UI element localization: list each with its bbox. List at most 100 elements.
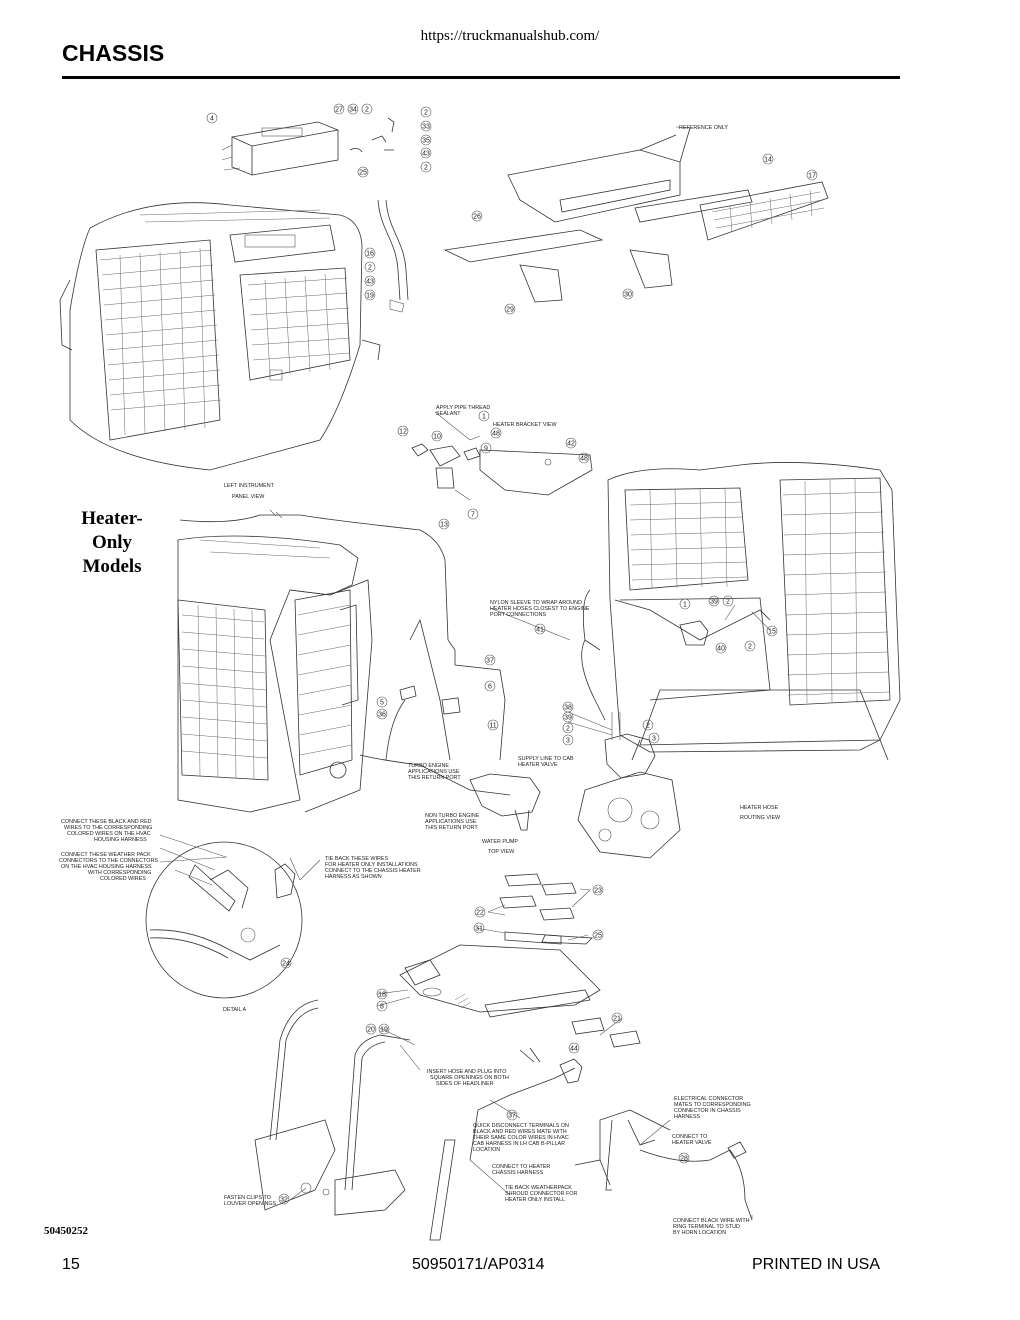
svg-text:ELECTRICAL CONNECTOR: ELECTRICAL CONNECTOR <box>674 1096 743 1102</box>
svg-text:42: 42 <box>567 441 575 448</box>
item-1-b: 1 <box>679 598 691 610</box>
item-26: 26 <box>471 210 483 222</box>
svg-text:COLORED WIRES: COLORED WIRES <box>100 876 146 882</box>
svg-text:28: 28 <box>680 1156 688 1163</box>
item-36: 36 <box>376 708 388 720</box>
item-48-a: 48 <box>490 427 502 439</box>
item-5: 5 <box>376 696 388 708</box>
svg-text:SIDES OF HEADLINER: SIDES OF HEADLINER <box>436 1081 494 1087</box>
svg-text:THIS RETURN PORT: THIS RETURN PORT <box>408 775 461 781</box>
svg-text:26: 26 <box>473 214 481 221</box>
headliner-assembly <box>399 873 641 1048</box>
item-2-d: 2 <box>364 261 376 273</box>
detail-a-label: DETAIL A <box>223 1007 246 1013</box>
svg-text:HEATER ONLY INSTALL: HEATER ONLY INSTALL <box>505 1197 565 1203</box>
item-6: 6 <box>484 680 496 692</box>
item-2-f: 2 <box>744 640 756 652</box>
svg-text:NYLON SLEEVE TO WRAP AROUND: NYLON SLEEVE TO WRAP AROUND <box>490 600 582 606</box>
engine-block <box>577 712 681 859</box>
svg-text:CONNECTOR IN CHASSIS: CONNECTOR IN CHASSIS <box>674 1108 741 1114</box>
svg-text:RING TERMINAL TO STUD: RING TERMINAL TO STUD <box>673 1224 740 1230</box>
svg-text:SUPPLY LINE TO CAB: SUPPLY LINE TO CAB <box>518 756 574 762</box>
svg-text:APPLICATIONS USE: APPLICATIONS USE <box>425 819 477 825</box>
page-title: CHASSIS <box>62 40 165 66</box>
svg-text:CAB HARNESS IN LH CAB B-PILLAR: CAB HARNESS IN LH CAB B-PILLAR <box>473 1141 565 1147</box>
item-10: 10 <box>431 430 443 442</box>
svg-text:SQUARE OPENINGS ON BOTH: SQUARE OPENINGS ON BOTH <box>430 1075 509 1081</box>
svg-text:37: 37 <box>486 658 494 665</box>
svg-text:APPLY PIPE THREAD: APPLY PIPE THREAD <box>436 405 490 411</box>
svg-text:CHASSIS HARNESS: CHASSIS HARNESS <box>492 1170 544 1176</box>
svg-text:NON TURBO ENGINE: NON TURBO ENGINE <box>425 813 480 819</box>
svg-text:ON THE HVAC HOUSING HARNESS: ON THE HVAC HOUSING HARNESS <box>61 864 152 870</box>
svg-text:2: 2 <box>424 165 428 172</box>
item-31: 31 <box>473 922 485 934</box>
item-32: 32 <box>278 1193 290 1205</box>
item-14: 14 <box>762 153 774 165</box>
upper-hose-fittings <box>349 117 409 313</box>
header-rule <box>62 76 900 79</box>
item-28: 28 <box>678 1152 690 1164</box>
svg-text:34: 34 <box>349 107 357 114</box>
svg-text:THEIR SAME COLOR WIRES IN HVAC: THEIR SAME COLOR WIRES IN HVAC <box>473 1135 569 1141</box>
svg-text:24: 24 <box>282 961 290 968</box>
svg-text:16: 16 <box>366 251 374 258</box>
svg-text:TIE BACK THESE WIRES: TIE BACK THESE WIRES <box>325 856 389 862</box>
svg-text:ROUTING VIEW: ROUTING VIEW <box>740 815 781 821</box>
svg-text:CONNECT TO THE CHASSIS HEATER: CONNECT TO THE CHASSIS HEATER <box>325 868 421 874</box>
svg-text:CONNECT THESE BLACK AND RED: CONNECT THESE BLACK AND RED <box>61 819 152 825</box>
cab-frame-left <box>59 202 381 471</box>
source-url[interactable]: https://truckmanualshub.com/ <box>420 28 600 44</box>
item-16: 16 <box>364 247 376 259</box>
item-44: 44 <box>568 1042 580 1054</box>
svg-text:QUICK DISCONNECT TERMINALS ON: QUICK DISCONNECT TERMINALS ON <box>473 1123 569 1129</box>
item-2-b: 2 <box>420 106 432 118</box>
svg-text:48: 48 <box>580 456 588 463</box>
svg-text:12: 12 <box>399 429 407 436</box>
svg-text:HARNESS AS SHOWN: HARNESS AS SHOWN <box>325 874 382 880</box>
svg-text:CONNECT TO: CONNECT TO <box>672 1134 707 1140</box>
svg-text:3: 3 <box>566 738 570 745</box>
item-27: 27 <box>333 103 345 115</box>
svg-text:TURBO ENGINE: TURBO ENGINE <box>408 763 449 769</box>
item-23: 23 <box>592 884 604 896</box>
svg-text:1: 1 <box>482 414 486 421</box>
svg-text:41: 41 <box>536 627 544 634</box>
svg-text:23: 23 <box>594 888 602 895</box>
svg-text:8: 8 <box>380 1004 384 1011</box>
item-15: 15 <box>766 625 778 637</box>
cab-frame-middle <box>177 509 449 813</box>
svg-text:38: 38 <box>564 705 572 712</box>
svg-text:14: 14 <box>764 157 772 164</box>
item-19-b: 19 <box>378 1023 390 1035</box>
item-39-a: 39 <box>708 595 720 607</box>
svg-text:HEATER HOSE: HEATER HOSE <box>740 805 779 811</box>
svg-text:WIRES TO THE CORRESPONDING: WIRES TO THE CORRESPONDING <box>64 825 152 831</box>
svg-text:HEATER HOSES CLOSEST TO ENGINE: HEATER HOSES CLOSEST TO ENGINE <box>490 606 590 612</box>
item-2-c: 2 <box>420 161 432 173</box>
reference-only-label: REFERENCE ONLY <box>679 125 728 131</box>
item-42: 42 <box>565 437 577 449</box>
svg-text:2: 2 <box>424 110 428 117</box>
item-17: 17 <box>806 169 818 181</box>
page-number: 15 <box>62 1256 80 1273</box>
svg-text:15: 15 <box>768 629 776 636</box>
svg-text:36: 36 <box>378 712 386 719</box>
item-7: 7 <box>467 508 479 520</box>
svg-text:44: 44 <box>570 1046 578 1053</box>
hvac-housing <box>221 121 339 176</box>
svg-text:CONNECT TO HEATER: CONNECT TO HEATER <box>492 1164 550 1170</box>
svg-text:37: 37 <box>508 1113 516 1120</box>
svg-text:HARNESS: HARNESS <box>674 1114 700 1120</box>
svg-text:SEALANT: SEALANT <box>436 411 461 417</box>
svg-text:27: 27 <box>335 107 343 114</box>
heater-only-label: Heater- Only Models <box>66 507 158 579</box>
svg-text:SHROUD CONNECTOR FOR: SHROUD CONNECTOR FOR <box>505 1191 577 1197</box>
item-37-a: 37 <box>484 654 496 666</box>
item-11: 11 <box>487 719 499 731</box>
svg-text:1: 1 <box>683 602 687 609</box>
svg-text:THIS RETURN PORT: THIS RETURN PORT <box>425 825 478 831</box>
svg-text:6: 6 <box>488 684 492 691</box>
heater-hoses-middle <box>359 618 541 831</box>
